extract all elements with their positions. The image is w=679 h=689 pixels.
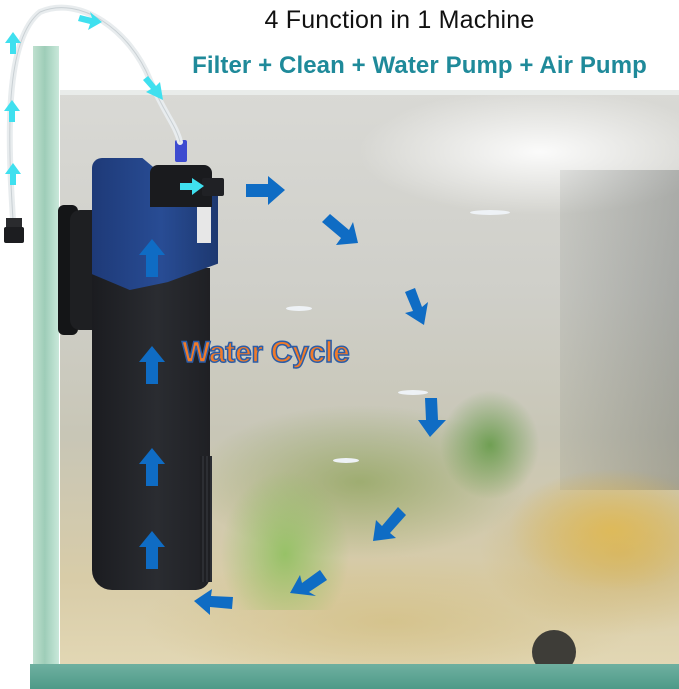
tank-glass-bottom <box>30 664 679 689</box>
air-flow-arrows <box>4 12 204 195</box>
water-flow-arrow-down-left-icon <box>290 570 327 596</box>
filter-intake-ribs <box>200 456 212 582</box>
fish <box>286 306 312 311</box>
air-flow-arrow-up-icon <box>4 100 20 122</box>
air-flow-arrow-right-icon <box>180 178 204 195</box>
tank-glass-edge <box>33 46 59 689</box>
water-flow-arrows <box>139 176 446 615</box>
fish <box>333 458 359 463</box>
fish <box>470 210 510 215</box>
air-flow-arrow-up-icon <box>5 32 21 54</box>
water-flow-arrow-down-icon <box>405 288 428 325</box>
feature-list: Filter + Clean + Water Pump + Air Pump <box>192 52 647 79</box>
air-flow-arrow-up-icon <box>5 163 21 185</box>
water-flow-arrow-down-icon <box>418 398 446 437</box>
plant-decoration <box>220 470 350 610</box>
air-flow-arrow-down-icon <box>143 76 163 100</box>
water-flow-arrow-right-icon <box>246 176 285 205</box>
water-flow-arrow-up-icon <box>139 346 165 384</box>
air-flow-arrow-right-icon <box>78 12 102 30</box>
water-flow-arrow-up-icon <box>139 239 165 277</box>
aquarium-background-shadow <box>560 170 679 490</box>
tank-rim <box>60 90 679 95</box>
water-flow-arrow-up-icon <box>139 448 165 486</box>
water-flow-arrow-up-icon <box>139 531 165 569</box>
net-decoration <box>510 470 679 590</box>
air-hose-edge <box>9 7 181 221</box>
fish <box>398 390 428 395</box>
hose-connector-icon <box>4 227 24 243</box>
water-flow-arrow-down-left-icon <box>373 507 406 541</box>
water-flow-arrow-down-right-icon <box>322 214 358 245</box>
filter-spec-label <box>197 207 211 243</box>
check-valve-icon <box>175 140 187 162</box>
filter-outlet-nozzle <box>202 178 224 196</box>
hose-connector-icon <box>6 218 22 228</box>
air-hose <box>6 4 183 223</box>
water-cycle-label: Water Cycle <box>181 335 350 370</box>
headline: 4 Function in 1 Machine <box>264 6 535 34</box>
water-flow-arrow-left-icon <box>194 589 233 615</box>
